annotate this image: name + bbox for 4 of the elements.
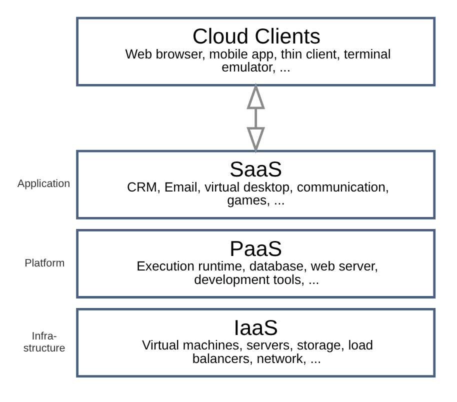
node-label: Application [16, 178, 70, 190]
node-label: Platform [24, 256, 64, 269]
arrow [246, 82, 265, 153]
node-label: Infra- structure [22, 330, 65, 354]
